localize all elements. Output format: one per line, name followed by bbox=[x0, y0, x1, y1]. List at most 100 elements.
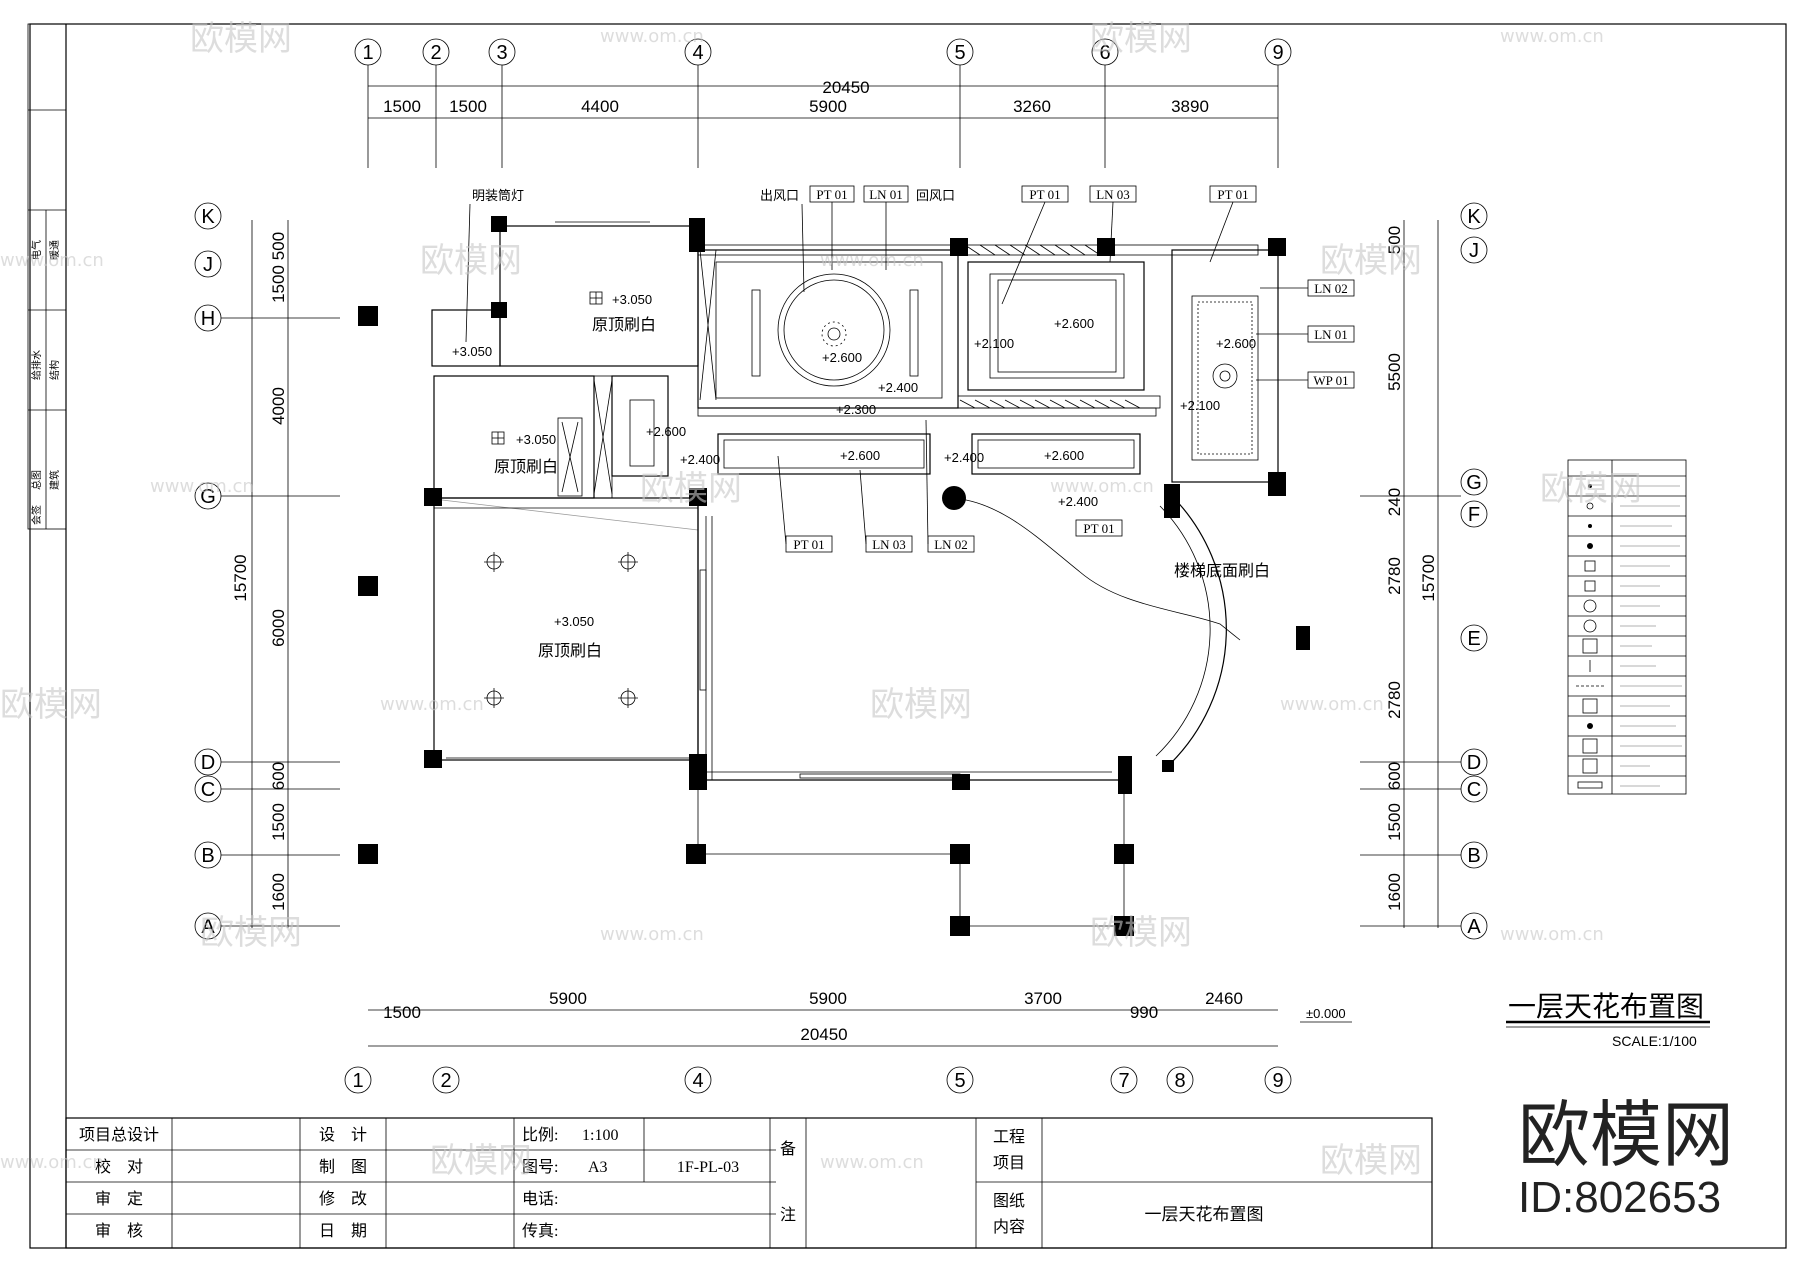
room-label: 原顶刷白 bbox=[592, 316, 656, 334]
top-dim: 5900 bbox=[809, 97, 847, 116]
material-tag: LN 03 bbox=[872, 537, 906, 552]
sign-strip-item: 给排水 bbox=[30, 350, 43, 380]
tb-label: 图纸 bbox=[993, 1192, 1025, 1210]
material-tag: LN 02 bbox=[934, 537, 968, 552]
watermark-brand: 欧模网 bbox=[1320, 1141, 1422, 1181]
level-mark: +2.400 bbox=[878, 380, 918, 395]
tb-label: 设 计 bbox=[319, 1126, 367, 1144]
material-tag: LN 01 bbox=[1314, 327, 1348, 342]
hatch-band bbox=[697, 244, 1259, 409]
level-mark: +3.050 bbox=[554, 614, 594, 629]
level-mark: +3.050 bbox=[516, 432, 556, 447]
grid-bubble-label: 1 bbox=[352, 1070, 363, 1092]
left-dim: 4000 bbox=[269, 387, 288, 425]
level-marks: +3.050 +3.050 +3.050 +3.050 +2.600 +2.60… bbox=[452, 292, 1256, 629]
bottom-dim: 990 bbox=[1130, 1003, 1158, 1022]
grid-bubble-label: H bbox=[201, 308, 215, 330]
bottom-dim: 2460 bbox=[1205, 989, 1243, 1008]
left-dim: 1500 bbox=[269, 265, 288, 303]
tb-label: 备 bbox=[780, 1140, 796, 1158]
left-dim: 600 bbox=[269, 762, 288, 790]
top-dim: 1500 bbox=[383, 97, 421, 116]
left-dim: 6000 bbox=[269, 609, 288, 647]
tb-value: 一层天花布置图 bbox=[1145, 1205, 1264, 1224]
level-mark: +2.100 bbox=[1180, 398, 1220, 413]
level-mark: +2.300 bbox=[836, 402, 876, 417]
title-block: 项目总设计 校 对 审 定 审 核 设 计 制 图 修 改 日 期 比例: 1:… bbox=[65, 1117, 1433, 1249]
tb-label: 工程 bbox=[993, 1128, 1025, 1146]
room-label: 楼梯底面刷白 bbox=[1174, 562, 1270, 580]
watermark-brand: 欧模网 bbox=[430, 1141, 532, 1181]
level-mark: +2.400 bbox=[680, 452, 720, 467]
tb-value: A3 bbox=[588, 1159, 608, 1176]
chandelier-icon bbox=[821, 321, 1231, 382]
bottom-total-dim: 20450 bbox=[800, 1025, 847, 1044]
right-dim: 5500 bbox=[1385, 353, 1404, 391]
grid-bubble-label: A bbox=[201, 916, 215, 938]
air-return-note: 回风口 bbox=[916, 188, 955, 203]
legend-table bbox=[1567, 459, 1687, 795]
grid-bubble-label: 7 bbox=[1118, 1070, 1129, 1092]
grid-bubble-label: G bbox=[1466, 472, 1482, 494]
level-mark: +2.600 bbox=[840, 448, 880, 463]
watermark-brand: 欧模网 bbox=[200, 913, 302, 953]
top-dim: 1500 bbox=[449, 97, 487, 116]
drawing-scale: SCALE:1/100 bbox=[1612, 1033, 1697, 1049]
material-tag: LN 03 bbox=[1096, 187, 1130, 202]
level-mark: ±0.000 bbox=[1306, 1006, 1346, 1021]
watermark-url: www.om.cn bbox=[1500, 924, 1604, 945]
tb-label: 制 图 bbox=[319, 1158, 367, 1176]
right-dim: 500 bbox=[1385, 226, 1404, 254]
bottom-dim: 5900 bbox=[549, 989, 587, 1008]
grid-bubble-label: 5 bbox=[954, 42, 965, 64]
top-total-dim: 20450 bbox=[822, 78, 869, 97]
right-dim: 2780 bbox=[1385, 557, 1404, 595]
tb-label: 项目 bbox=[993, 1155, 1025, 1172]
material-tag: PT 01 bbox=[1083, 521, 1114, 536]
level-mark: +3.050 bbox=[612, 292, 652, 307]
right-dim: 240 bbox=[1385, 488, 1404, 516]
grid-bubble-label: F bbox=[1468, 504, 1480, 526]
grid-bottom: 1 2 4 5 7 8 9 bbox=[344, 1066, 1292, 1094]
right-total-dim: 15700 bbox=[1419, 554, 1438, 601]
grid-bubble-label: E bbox=[1467, 628, 1480, 650]
level-mark: +3.050 bbox=[452, 344, 492, 359]
tb-value: 1F-PL-03 bbox=[677, 1159, 739, 1176]
level-mark: +2.600 bbox=[1216, 336, 1256, 351]
fixture-note: 明装筒灯 bbox=[472, 188, 524, 203]
brand-logo-text: 欧模网 bbox=[1518, 1096, 1734, 1176]
room-label: 原顶刷白 bbox=[538, 642, 602, 660]
tb-label: 校 对 bbox=[95, 1158, 143, 1176]
tb-label: 项目总设计 bbox=[79, 1126, 159, 1144]
grid-bubble-label: 9 bbox=[1272, 42, 1283, 64]
right-dim: 1600 bbox=[1385, 873, 1404, 911]
level-mark: +2.600 bbox=[1054, 316, 1094, 331]
sign-strip-item: 建筑 bbox=[48, 470, 61, 490]
sign-strip-item: 暖通 bbox=[48, 240, 61, 260]
grid-bubble-label: 3 bbox=[496, 42, 507, 64]
grid-bubble-label: 1 bbox=[362, 42, 373, 64]
sign-strip-item: 总图 bbox=[30, 470, 43, 490]
grid-bubble-label: 6 bbox=[1099, 42, 1110, 64]
drawing-title: 一层天花布置图 bbox=[1508, 991, 1704, 1022]
right-dim: 600 bbox=[1385, 762, 1404, 790]
left-dim: 1500 bbox=[269, 803, 288, 841]
material-tag: WP 01 bbox=[1313, 373, 1348, 388]
watermark-brand: 欧模网 bbox=[420, 241, 522, 281]
grid-bubble-label: J bbox=[203, 254, 213, 276]
watermark-brand: 欧模网 bbox=[1320, 241, 1422, 281]
tb-label: 图号: bbox=[522, 1158, 558, 1176]
grid-bubble-label: 4 bbox=[692, 42, 703, 64]
watermark-brand: 欧模网 bbox=[640, 469, 742, 509]
level-mark: +2.600 bbox=[822, 350, 862, 365]
sign-strip-item: 结构 bbox=[48, 360, 61, 380]
grid-bubble-label: G bbox=[200, 486, 216, 508]
grid-left: K J H G D C B A bbox=[194, 202, 340, 940]
grid-bubble-label: A bbox=[1467, 916, 1481, 938]
tb-label: 审 核 bbox=[95, 1222, 143, 1240]
top-dim: 3260 bbox=[1013, 97, 1051, 116]
watermark-url: www.om.cn bbox=[380, 694, 484, 715]
material-tag: PT 01 bbox=[793, 537, 824, 552]
air-outlet-note: 出风口 bbox=[760, 188, 799, 203]
watermark-url: www.om.cn bbox=[820, 1152, 924, 1173]
